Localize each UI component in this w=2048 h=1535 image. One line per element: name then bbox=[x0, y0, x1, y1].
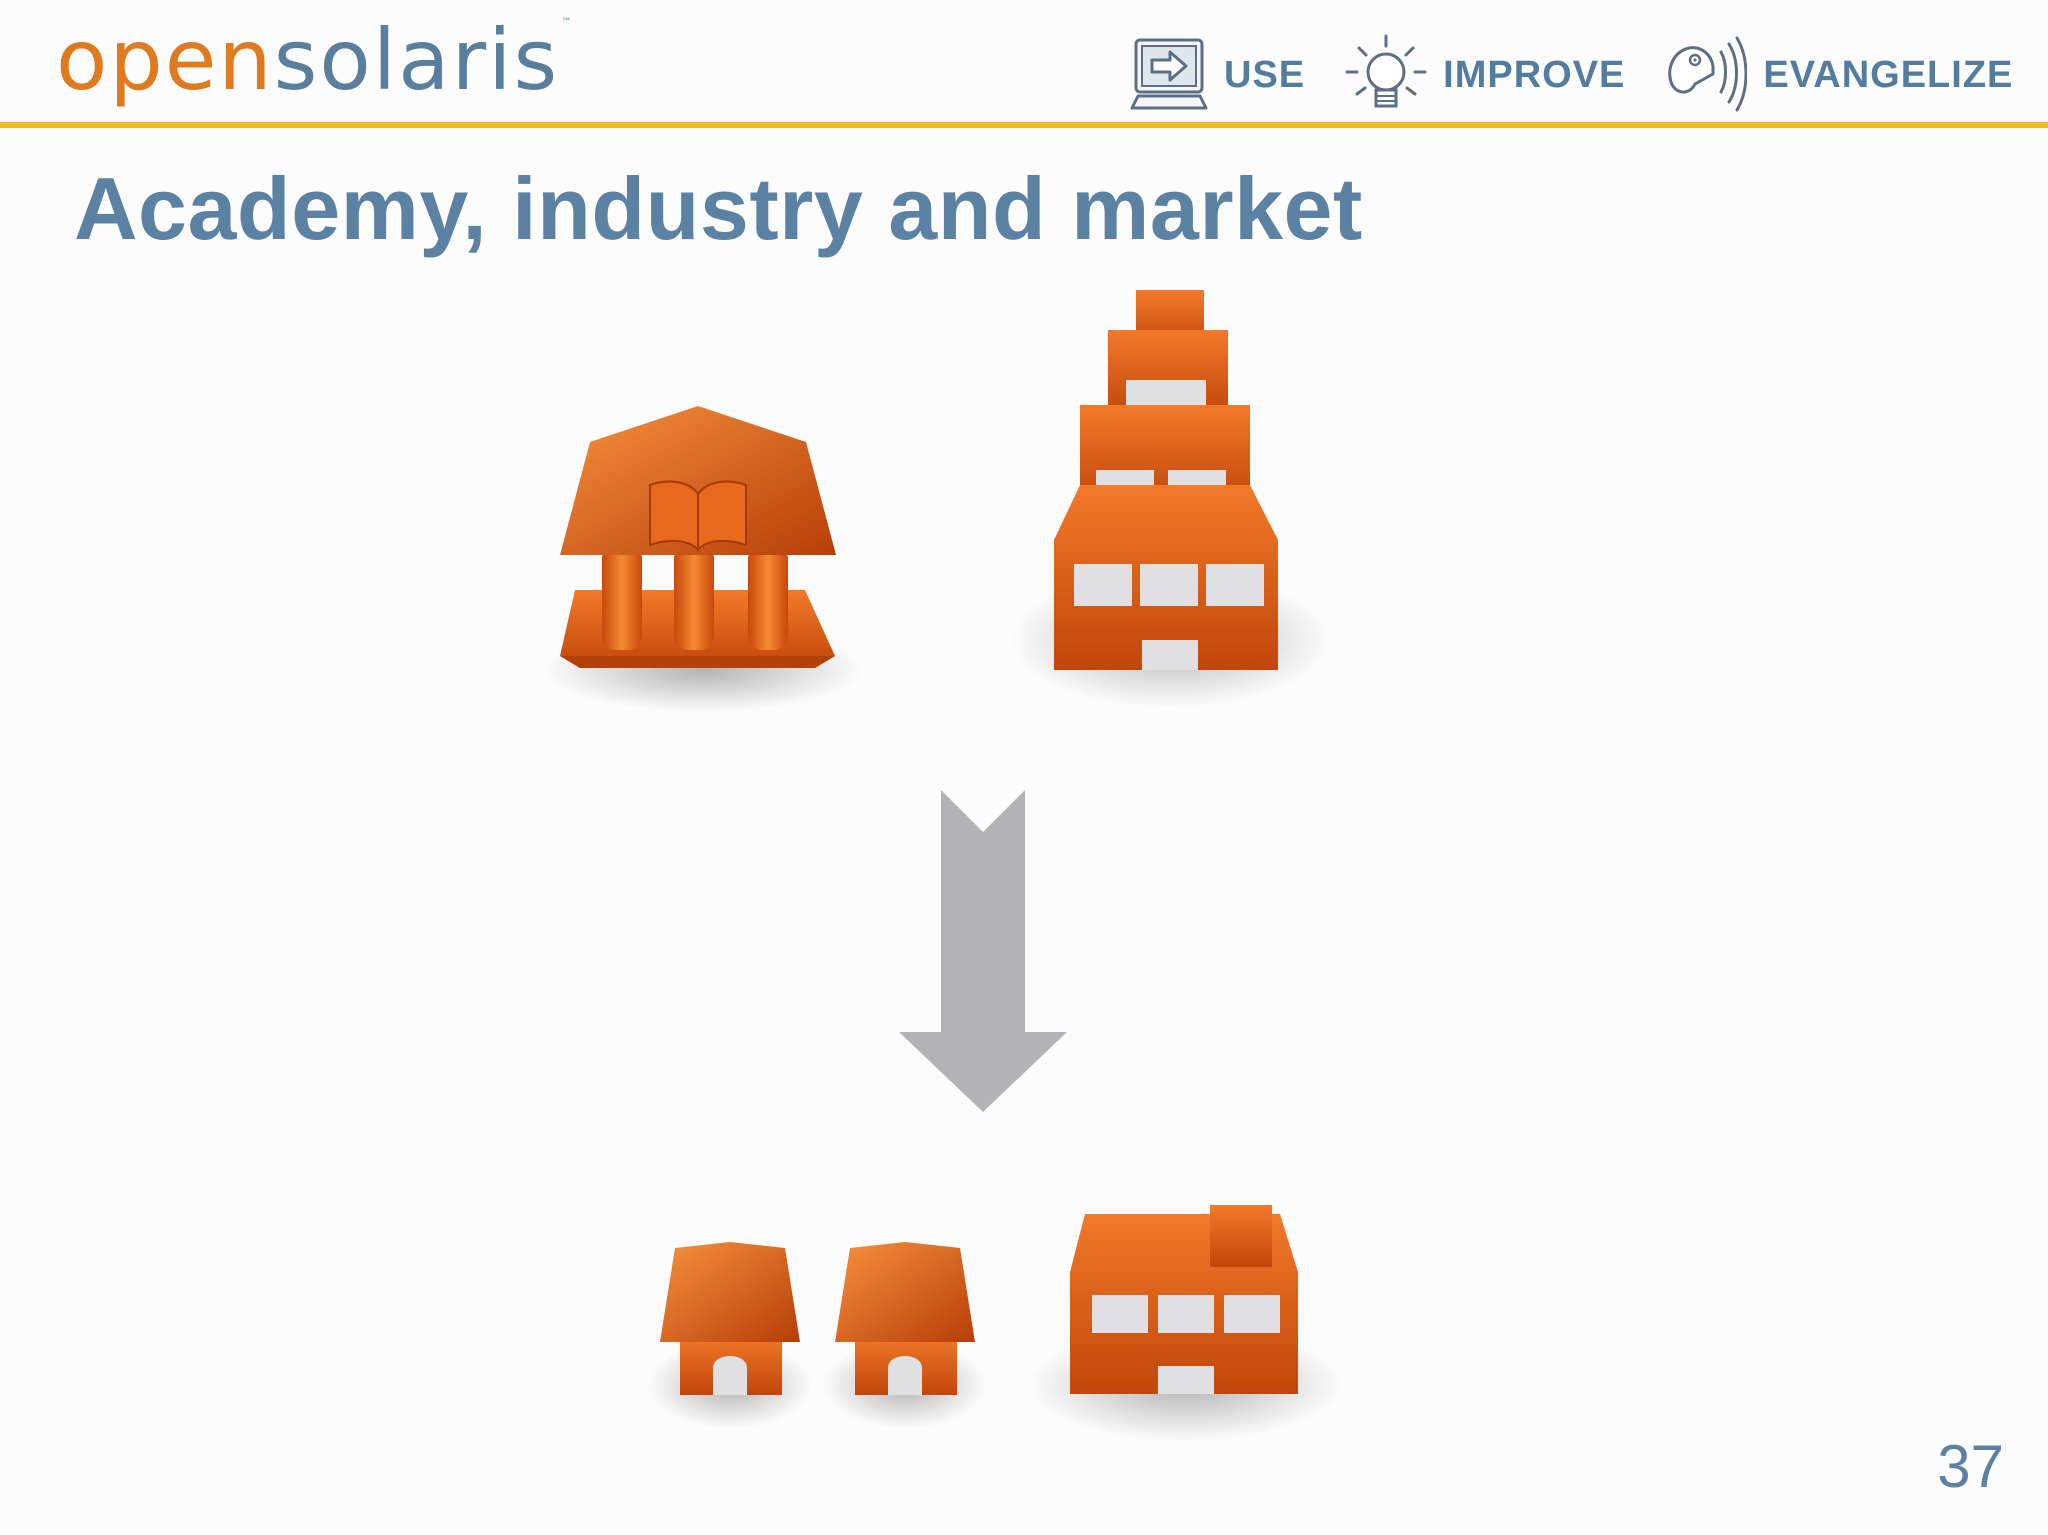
small-house-icon bbox=[648, 1242, 812, 1429]
top-nav: USE IMPROVE E bbox=[1090, 30, 2013, 120]
industry-tower-icon bbox=[1010, 290, 1330, 708]
down-arrow-icon bbox=[899, 790, 1067, 1112]
logo-solaris-text: solaris bbox=[273, 11, 560, 109]
logo-open-text: open bbox=[56, 11, 274, 109]
nav-label-evangelize: EVANGELIZE bbox=[1763, 53, 2014, 96]
header-rule bbox=[0, 122, 2048, 128]
logo-trademark: ™ bbox=[561, 17, 574, 28]
factory-building-icon bbox=[1027, 1205, 1343, 1441]
page-number: 37 bbox=[1937, 1433, 2004, 1500]
nav-item-improve[interactable]: IMPROVE bbox=[1345, 34, 1625, 116]
monitor-arrow-icon bbox=[1130, 38, 1208, 110]
speaking-head-icon bbox=[1668, 36, 1748, 112]
nav-label-improve: IMPROVE bbox=[1443, 53, 1626, 96]
nav-label-use: USE bbox=[1224, 53, 1306, 96]
slide-title: Academy, industry and market bbox=[74, 159, 1363, 258]
nav-item-use[interactable]: USE bbox=[1130, 36, 1305, 114]
small-house-icon bbox=[823, 1242, 987, 1429]
academy-building-icon bbox=[543, 406, 863, 712]
nav-item-evangelize[interactable]: EVANGELIZE bbox=[1665, 34, 2013, 116]
lightbulb-icon bbox=[1345, 34, 1427, 108]
